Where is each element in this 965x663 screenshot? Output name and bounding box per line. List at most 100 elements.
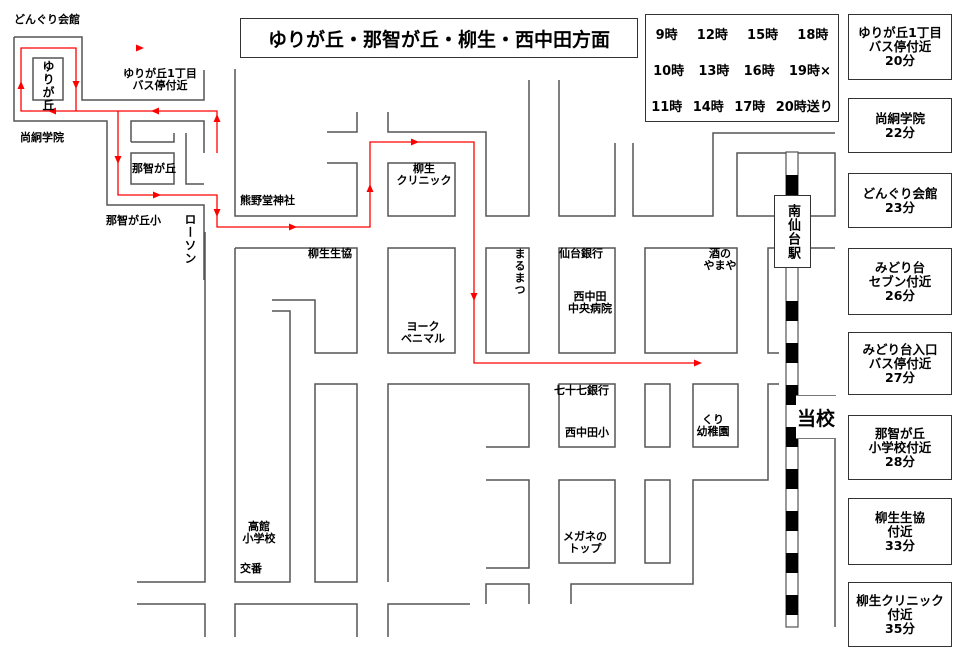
block: [314, 383, 358, 583]
times-row: 11時 14時 17時 20時送り: [646, 87, 838, 123]
label-takadate: 高館 小学校: [234, 521, 284, 545]
label-line: クリニック: [396, 174, 452, 187]
travel-time: 28分: [885, 453, 915, 469]
station-name: 南仙台駅: [785, 203, 800, 260]
railway-stripe: [786, 427, 798, 447]
label-york: ヨーク ベニマル: [392, 321, 454, 345]
block-yagyu-seikyo: [235, 247, 358, 354]
destination-card: みどり台 セブン付近 26分: [848, 248, 952, 315]
route-arrow-icon: [289, 223, 297, 231]
destination-name: 付近: [887, 523, 913, 539]
railway-stripe: [786, 385, 798, 405]
label-nishinakada-sho: 西中田小: [565, 426, 609, 439]
label-kumano: 熊野堂神社: [240, 194, 295, 207]
railway-stripe: [786, 553, 798, 573]
label-line: 西中田: [573, 290, 607, 303]
road-edge: [486, 479, 530, 569]
label-line: 小学校: [242, 532, 276, 545]
block-nachigaoka: [130, 152, 175, 185]
route-arrow-icon: [48, 107, 56, 115]
road-edge: [485, 583, 530, 604]
route-arrow-icon: [72, 81, 80, 89]
label-line: 幼稚園: [696, 425, 730, 438]
block-sendai-bank: [558, 247, 616, 354]
label-line: 酒の: [709, 247, 731, 260]
road-edge: [185, 133, 204, 185]
block-york: [387, 247, 456, 354]
block-yagyu-clinic: [387, 162, 456, 217]
destination-name: みどり台入口: [862, 341, 938, 357]
label-koban: 交番: [240, 562, 262, 575]
route-segment: [46, 110, 218, 153]
road-edge: [234, 603, 358, 637]
route-arrow-icon: [470, 293, 478, 301]
label-nachigaoka-sho: 那智が丘小: [106, 214, 161, 227]
travel-time: 23分: [885, 199, 915, 215]
railway-stripe: [786, 469, 798, 489]
label-marumatsu: まるまつ: [513, 248, 526, 296]
time: 11時: [651, 99, 683, 115]
railway-stripe: [786, 595, 798, 615]
label-line: ゆりが丘1丁目: [123, 67, 197, 80]
destination-name: 小学校付近: [868, 439, 932, 455]
railway-stripe: [786, 301, 798, 321]
block-yamaya: [644, 247, 738, 354]
block: [644, 479, 671, 564]
block-kuri: [692, 383, 739, 448]
destination-name: バス停付近: [868, 355, 932, 371]
road-edge: [131, 133, 175, 143]
route-arrows: [17, 44, 702, 367]
destination-card: 柳生生協 付近 33分: [848, 498, 952, 565]
time: 19時×: [788, 63, 831, 79]
route-arrow-icon: [153, 191, 161, 199]
route-arrow-icon: [411, 138, 419, 146]
route-segment: [117, 111, 700, 364]
road-edge: [234, 69, 358, 217]
times-row: 9時 12時 15時 18時: [646, 15, 838, 51]
route-arrow-icon: [114, 156, 122, 164]
destination-card: 那智が丘 小学校付近 28分: [848, 415, 952, 480]
destination-name: 付近: [887, 606, 913, 622]
label-line: バス停付近: [132, 79, 188, 92]
destination-name: セブン付近: [868, 273, 932, 289]
label-yamaya: 酒の やまや: [697, 248, 743, 272]
school-marker: 当校: [796, 395, 836, 439]
road-edge: [570, 383, 779, 604]
label-line: ヨーク: [406, 320, 440, 333]
label-yurigaoka-1chome: ゆりが丘1丁目 バス停付近: [112, 68, 208, 92]
destination-name: 柳生クリニック: [856, 592, 944, 608]
railway: [785, 151, 799, 628]
railway-stripe: [786, 343, 798, 363]
label-yurigaoka: ゆりが丘: [41, 60, 55, 112]
road-edge: [14, 36, 205, 101]
road-edge: [327, 112, 358, 133]
route-arrow-icon: [213, 209, 221, 217]
route-arrow-icon: [17, 81, 25, 89]
time: 10時: [653, 63, 685, 79]
page-title: ゆりが丘・那智が丘・柳生・西中田方面: [240, 18, 638, 58]
travel-time: 33分: [885, 537, 915, 553]
road-edge: [387, 80, 530, 217]
label-hospital: 西中田 中央病院: [560, 291, 620, 315]
label-bank77: 七十七銀行: [554, 384, 609, 397]
route-loop: [20, 47, 77, 112]
destination-card: どんぐり会館 23分: [848, 173, 952, 228]
label-kuri: くり 幼稚園: [690, 414, 736, 438]
time: 12時: [696, 27, 728, 43]
label-lawson: ローソン: [183, 213, 197, 265]
travel-time: 26分: [885, 287, 915, 303]
destination-name: ゆりが丘1丁目: [858, 25, 942, 40]
block-takadate: [234, 248, 291, 583]
block-megane: [558, 479, 616, 564]
railway-stripe: [786, 511, 798, 531]
time: 14時: [692, 99, 724, 115]
label-donguri: どんぐり会館: [14, 13, 80, 26]
label-line: 高館: [248, 520, 270, 533]
bus-route: [20, 47, 700, 364]
road-edge: [130, 120, 205, 153]
label-sendai-bank: 仙台銀行: [559, 247, 603, 260]
destination-card: 尚絅学院 22分: [848, 98, 952, 153]
label-line: トップ: [568, 542, 602, 555]
road-edge: [632, 132, 835, 217]
time: 18時: [797, 27, 829, 43]
